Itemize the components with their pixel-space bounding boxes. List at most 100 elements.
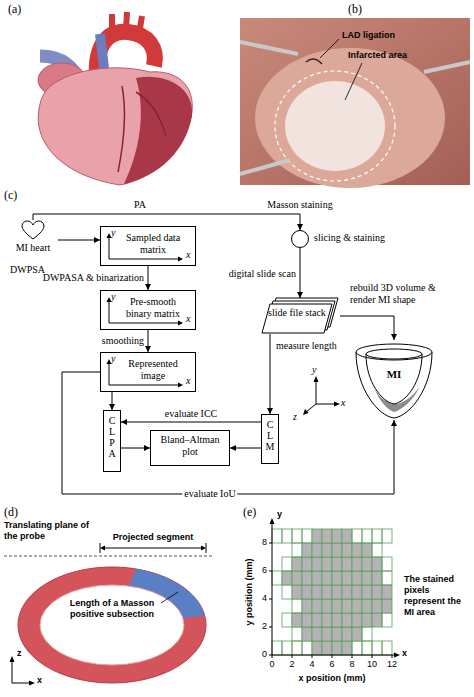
stained-pixel [362,571,372,585]
grid-cell [382,585,392,599]
stained-pixel [362,585,372,599]
grid-cell [362,557,372,571]
grid-cell [342,613,352,627]
axis-label: y [111,227,115,238]
annotation-text: x position (mm) [299,673,366,684]
grid-cell [372,543,382,557]
grid-cell [372,613,382,627]
grid-cell [332,543,342,557]
grid-cell [332,585,342,599]
stained-pixel [342,585,352,599]
grid-cell [292,613,302,627]
annotation-text: y position (mm) [244,559,255,626]
stained-pixel [352,613,362,627]
grid-cell [362,627,372,641]
arrowhead [391,334,397,340]
heart-surface [255,48,445,188]
axis-label: z [17,648,22,658]
grid-cell [342,571,352,585]
art-shape [104,548,202,549]
stained-pixel [282,571,292,585]
stained-pixel [352,543,362,557]
file-stack: slide file stack [262,298,340,334]
arrowhead [297,292,303,298]
axis-arrow [107,297,112,302]
arrowhead [391,420,397,426]
node-label: Bland–Altman plot [155,434,225,458]
axis-label: x [186,313,190,324]
connector-line [270,334,271,414]
art-shape [316,404,336,405]
stained-pixel [342,571,352,585]
heart-wall [356,352,432,418]
stained-pixel [362,613,372,627]
annotation-text: The stained pixels represent the MI area [404,574,468,618]
arrowhead [230,445,236,451]
grid-cell [292,543,302,557]
art-shape [314,376,319,382]
edge-label: digital slide scan [229,268,296,280]
stained-pixel [332,571,342,585]
grid-cell [322,557,332,571]
connector-line [121,422,261,423]
art-shape [270,518,275,524]
heart-icon-node: MI heart [8,220,58,260]
grid-cell [312,543,322,557]
stained-pixel [322,585,332,599]
edge-label: rebuild 3D volume & render MI shape [350,282,454,306]
stained-pixel [372,613,382,627]
grid-cell [362,543,372,557]
grid-cell [342,585,352,599]
stained-pixel [382,599,392,613]
stained-pixel [362,599,372,613]
grid-cell [372,529,382,543]
panel-letter: (c) [4,188,17,202]
axis-label: x [186,249,190,260]
axis-label: x [37,675,42,685]
branch-heading: PA [134,199,146,211]
stained-pixel [362,557,372,571]
node-label: Represented image [119,358,187,382]
tick-label: 12 [387,659,397,669]
axis-label: y [312,364,316,375]
grid-cell [302,641,312,655]
axis-arrow [107,359,112,364]
retractor [240,42,470,174]
grid-cell [292,529,302,543]
grid-cell [322,585,332,599]
node-text-group: Bland–Altman plot [151,431,229,461]
grid-cell [362,641,372,655]
grid-cell [382,529,392,543]
y-axis [109,301,110,323]
grid-cell [352,613,362,627]
grid-cell [352,543,362,557]
connector [109,392,115,410]
photo-annotation: Infarcted area [348,50,407,61]
node-text-group: CLPA [104,411,120,459]
axis-label: x [341,397,345,408]
grid-cell [342,557,352,571]
annotation-text: Projected segment [113,532,194,543]
stained-pixel [352,585,362,599]
y-axis [109,237,110,259]
process-circle: slicing & staining [291,230,309,248]
art-shape [100,546,105,551]
grid-cell [302,585,312,599]
annotation-text: Length of a Masson positive subsection [64,598,160,620]
grid-cell [312,613,322,627]
grid-cell [312,529,322,543]
grid-cell [302,529,312,543]
axis-label: y [111,353,115,364]
tick-label: 8 [262,537,267,547]
grid-cell [362,529,372,543]
grid-cell [382,571,392,585]
panel-letter: (b) [348,2,362,16]
grid-cell [352,557,362,571]
stained-pixel [302,557,312,571]
node-label: CLM [265,419,275,452]
art-shape [316,380,317,404]
stained-pixel [312,557,322,571]
art-shape [269,543,392,658]
grid-cell [372,585,382,599]
grid-cell [362,613,372,627]
